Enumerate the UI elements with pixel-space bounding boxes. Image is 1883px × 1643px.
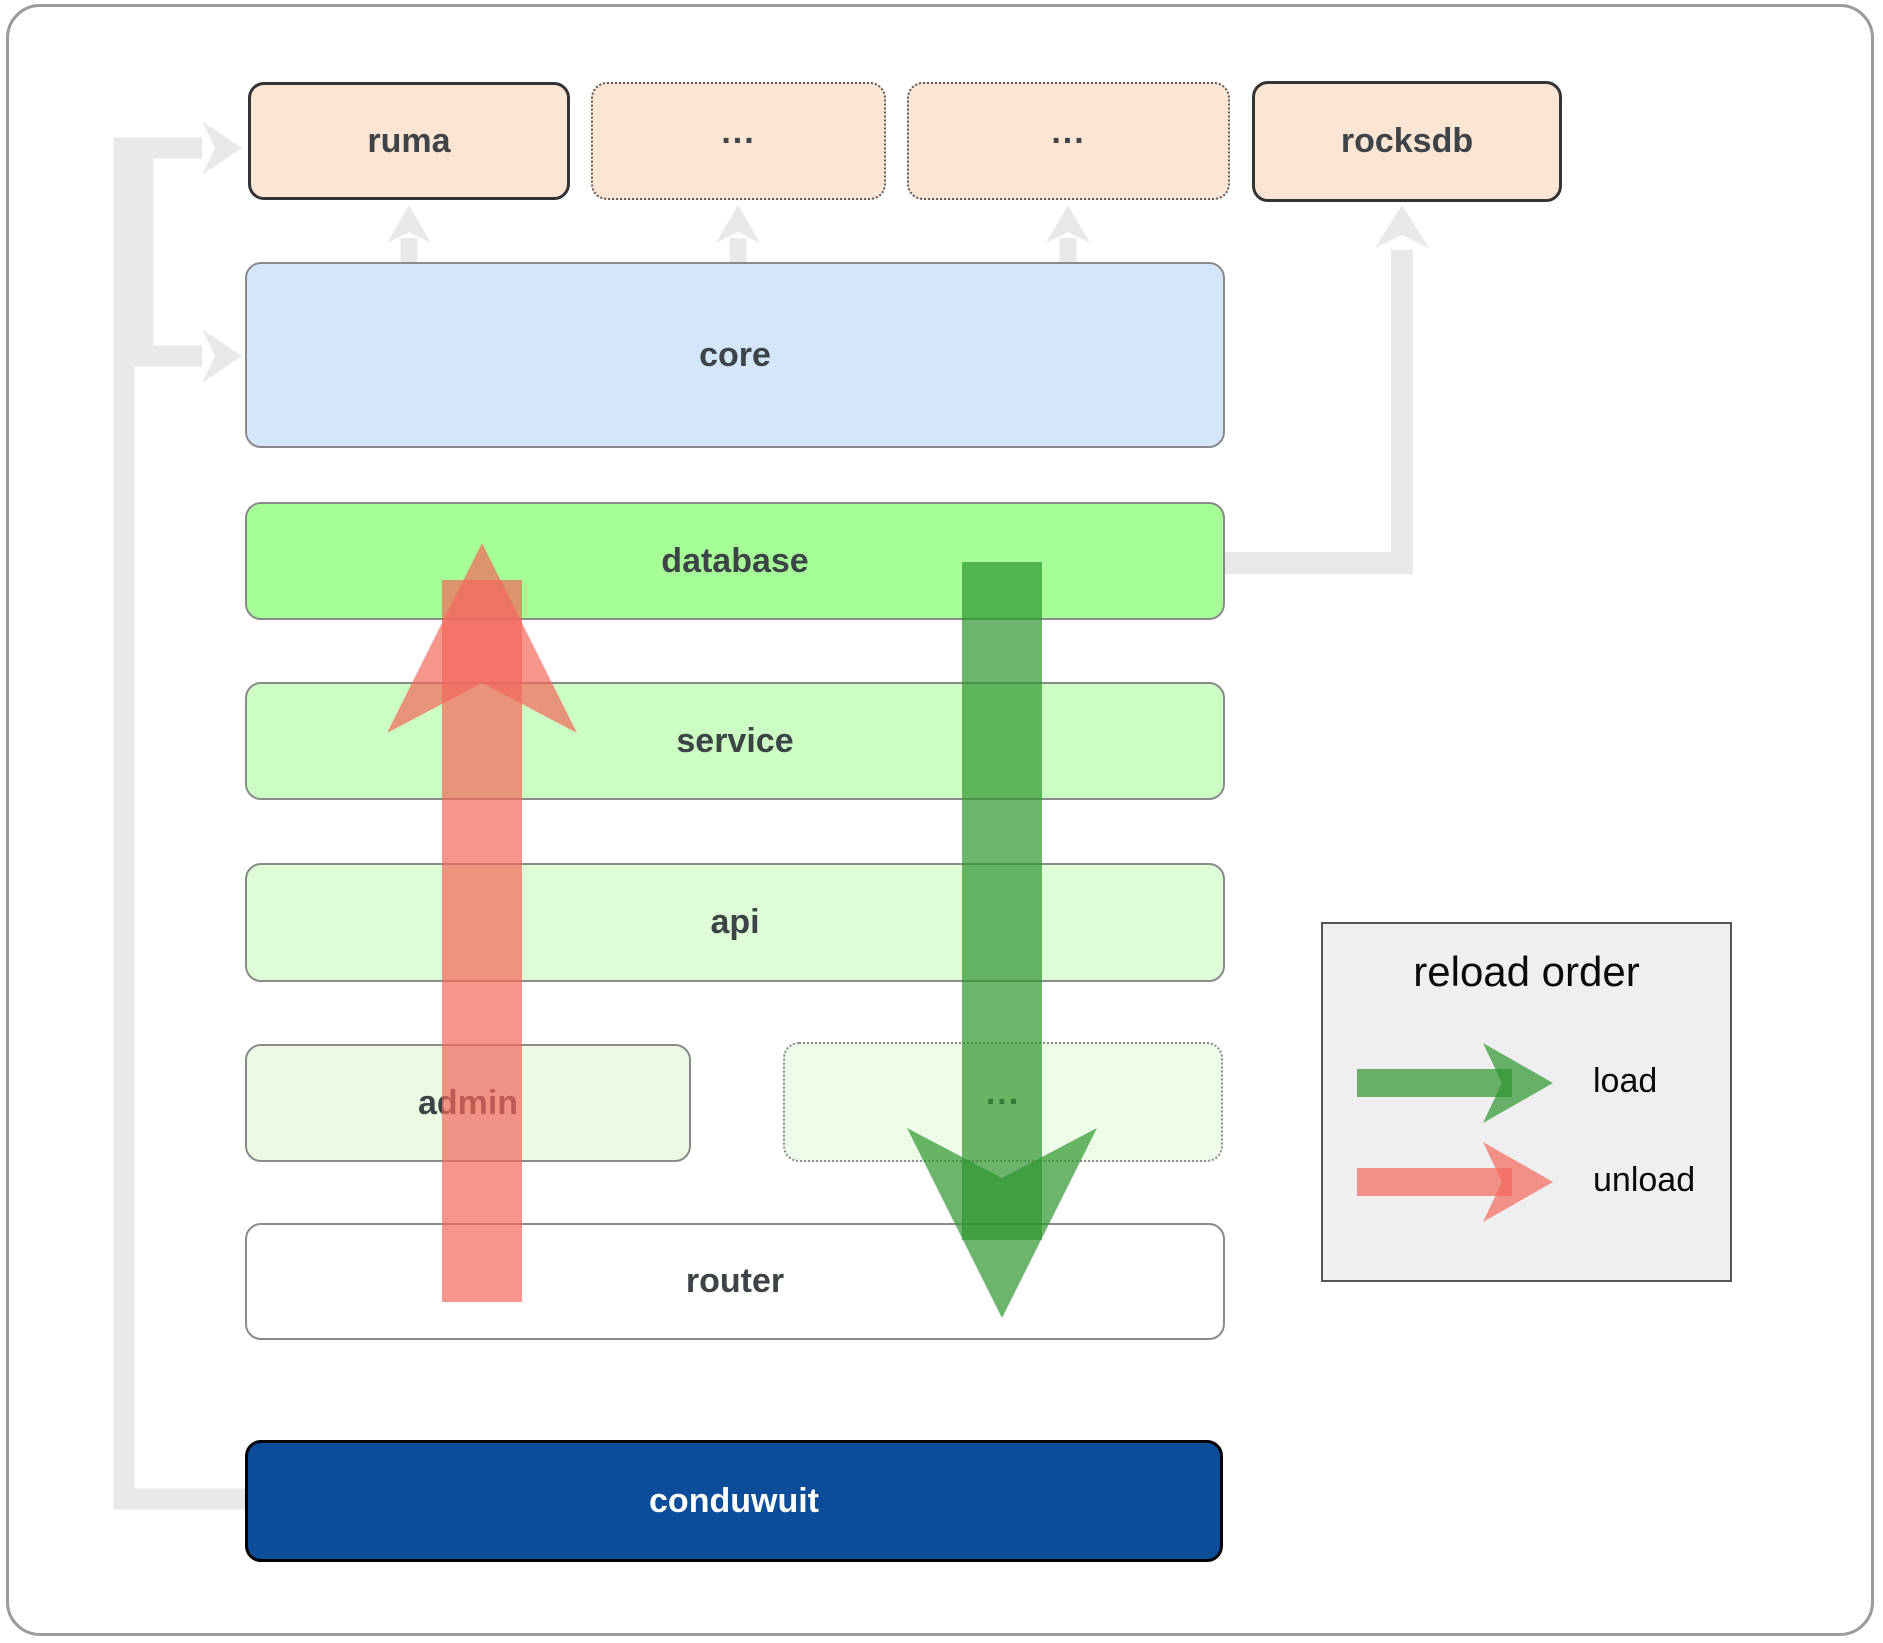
box-dots-3: ... [783,1042,1223,1162]
box-database-label: database [661,541,809,580]
box-conduwuit-label: conduwuit [649,1481,819,1520]
box-ruma: ruma [248,82,570,200]
box-rocksdb: rocksdb [1252,81,1562,202]
box-dots-2-label: ... [1051,112,1086,151]
box-service: service [245,682,1225,800]
core-to-dots-2-arrowhead-icon [1046,205,1090,243]
connector-conduwuit-to-core [132,152,202,367]
connector-database-to-rocksdb [1225,250,1413,574]
core-to-ruma-arrowhead-icon [387,205,431,243]
box-core: core [245,262,1225,448]
box-dots-2: ... [907,82,1230,200]
legend-unload-label: unload [1593,1161,1696,1199]
box-rocksdb-label: rocksdb [1340,122,1474,160]
box-dots-3-label: ... [985,1073,1021,1112]
box-admin: admin [245,1044,691,1162]
box-service-label: service [676,721,794,760]
box-router-label: router [685,1262,785,1300]
diagram-frame [6,4,1874,1636]
conduwuit-to-core-arrowhead-icon [202,329,242,383]
box-dots-1-label: ... [721,112,756,151]
box-ruma-label: ruma [367,121,451,160]
database-to-rocksdb-arrowhead-icon [1375,205,1429,248]
box-router: router [245,1223,1225,1340]
legend-title: reload order [1413,948,1640,995]
box-api-label: api [710,903,760,941]
box-api: api [245,863,1225,982]
legend-load-label: load [1593,1062,1658,1100]
core-to-dots-1-arrowhead-icon [716,205,760,243]
box-dots-1: ... [591,82,886,200]
connector-conduwuit-to-ruma [113,137,245,1510]
box-admin-label: admin [417,1083,519,1122]
box-database: database [245,502,1225,620]
conduwuit-to-ruma-arrowhead-icon [202,121,242,175]
box-core-label: core [699,335,771,374]
box-conduwuit: conduwuit [245,1440,1223,1562]
